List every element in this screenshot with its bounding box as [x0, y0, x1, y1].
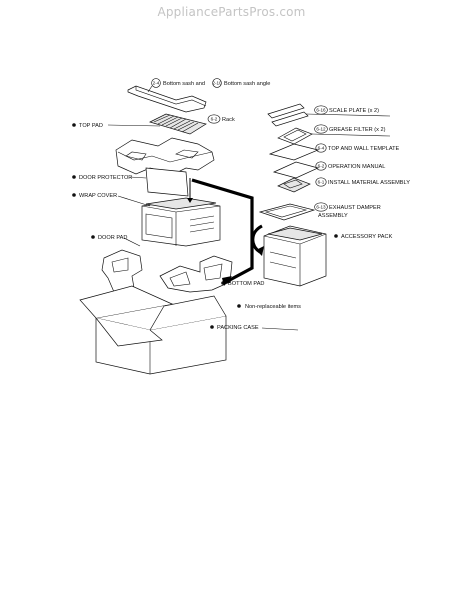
top-pad-part — [115, 137, 215, 175]
svg-text:Rack: Rack — [222, 117, 235, 123]
legend: Non-replaceable items — [237, 304, 301, 310]
bottom-sash-part — [127, 85, 207, 113]
svg-text:GREASE FILTER (x 2): GREASE FILTER (x 2) — [329, 127, 386, 133]
svg-text:DOOR PAD: DOOR PAD — [98, 235, 127, 241]
packing-case-part — [79, 285, 227, 375]
svg-text:OPERATION MANUAL: OPERATION MANUAL — [328, 164, 385, 170]
svg-text:Bottom sash and: Bottom sash and — [163, 81, 205, 87]
grease-filter-callout: 6-12 GREASE FILTER (x 2) — [311, 124, 391, 137]
door-pad-label: DOOR PAD — [91, 235, 141, 247]
svg-text:BOTTOM PAD: BOTTOM PAD — [228, 281, 264, 287]
scale-plate-callout: 6-16 SCALE PLATE (x 2) — [305, 105, 391, 117]
manual-part — [272, 161, 320, 179]
scale-plate-part — [267, 103, 309, 127]
svg-text:6-4: 6-4 — [318, 146, 325, 151]
svg-text:INSTALL MATERIAL ASSEMBLY: INSTALL MATERIAL ASSEMBLY — [328, 180, 410, 186]
svg-text:TOP PAD: TOP PAD — [79, 123, 103, 129]
rack-part — [149, 113, 207, 135]
template-part — [268, 143, 320, 161]
svg-text:2-10: 2-10 — [212, 81, 222, 86]
accessory-pack-part — [263, 225, 327, 287]
exhaust-damper-callout: 6-13 EXHAUST DAMPER ASSEMBLY — [314, 202, 381, 219]
svg-text:6-13: 6-13 — [316, 205, 326, 210]
svg-text:ACCESSORY PACK: ACCESSORY PACK — [341, 234, 393, 240]
install-assembly-part — [277, 177, 311, 193]
door-protector-label: DOOR PROTECTOR — [72, 175, 147, 181]
door-protector-part — [145, 167, 189, 197]
rack-callout: 6-2 Rack — [207, 114, 235, 124]
grease-filter-part — [277, 127, 313, 145]
svg-text:TOP AND WALL TEMPLATE: TOP AND WALL TEMPLATE — [328, 146, 400, 152]
flow-arrow-accessory — [251, 224, 264, 256]
svg-text:Bottom sash angle: Bottom sash angle — [224, 81, 270, 87]
svg-text:6-2: 6-2 — [318, 164, 325, 169]
install-assembly-callout: 6-1 INSTALL MATERIAL ASSEMBLY — [315, 177, 410, 187]
flow-arrow-wrap — [187, 178, 193, 203]
packing-case-label: PACKING CASE — [210, 325, 299, 331]
wrap-cover-part — [141, 197, 221, 247]
svg-text:PACKING CASE: PACKING CASE — [217, 325, 259, 331]
svg-text:6-16: 6-16 — [316, 108, 326, 113]
accessory-pack-label: ACCESSORY PACK — [334, 234, 393, 240]
svg-text:ASSEMBLY: ASSEMBLY — [318, 213, 348, 219]
svg-text:WRAP COVER: WRAP COVER — [79, 193, 117, 199]
wrap-cover-label: WRAP COVER — [72, 193, 151, 207]
exhaust-damper-part — [258, 203, 316, 221]
top-pad-label: TOP PAD — [72, 123, 161, 129]
svg-text:DOOR PROTECTOR: DOOR PROTECTOR — [79, 175, 132, 181]
svg-text:2-4: 2-4 — [153, 81, 160, 86]
flow-arrow-main — [191, 178, 254, 286]
svg-text:6-1: 6-1 — [318, 180, 325, 185]
watermark: AppliancePartsPros.com — [157, 5, 306, 19]
svg-text:SCALE PLATE (x 2): SCALE PLATE (x 2) — [329, 108, 379, 114]
door-pad-part — [101, 249, 143, 293]
svg-text:6-12: 6-12 — [316, 127, 326, 132]
bottom-sash-callout: 2-4 Bottom sash and 2-10 Bottom sash ang… — [147, 78, 270, 93]
svg-text:EXHAUST DAMPER: EXHAUST DAMPER — [329, 205, 381, 211]
svg-text:Non-replaceable items: Non-replaceable items — [245, 304, 301, 310]
template-callout: 6-4 TOP AND WALL TEMPLATE — [315, 143, 400, 153]
manual-callout: 6-2 OPERATION MANUAL — [315, 161, 385, 171]
bottom-pad-part — [159, 255, 233, 293]
svg-text:6-2: 6-2 — [211, 117, 218, 122]
